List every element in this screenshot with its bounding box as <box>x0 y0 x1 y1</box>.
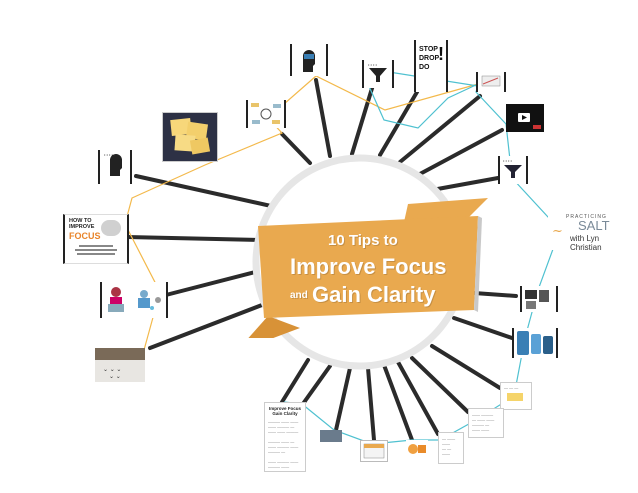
spoke <box>134 174 282 210</box>
screen-thumbnail[interactable] <box>320 430 342 442</box>
mindmap-sketch-icon <box>251 103 281 124</box>
head-thumbnail-2[interactable] <box>290 44 328 76</box>
how-to-improve-focus-card[interactable]: HOW TO IMPROVE FOCUS <box>63 214 129 264</box>
spoke <box>280 132 312 165</box>
birds-photo[interactable]: ⌄ ⌄ ⌄ ⌄ ⌄ <box>95 348 145 382</box>
spoke <box>148 298 277 350</box>
spoke <box>160 268 265 298</box>
do-text: DO <box>419 64 430 71</box>
doc-title-1: Improve Focus <box>268 406 301 411</box>
funnel-icon: • • • • <box>368 62 387 82</box>
spoke <box>298 364 332 410</box>
svg-text:• • • •: • • • • <box>368 62 378 67</box>
chart-sketch-icon <box>481 75 501 87</box>
spoke <box>416 128 504 177</box>
phones-icon <box>517 331 553 355</box>
banner-body <box>258 216 478 318</box>
banner-line-1: 10 Tips to <box>328 232 398 249</box>
improve-focus-doc-card[interactable]: Improve Focus Gain Clarity ——— —— ———— —… <box>264 402 306 472</box>
spoke <box>452 316 514 340</box>
spoke <box>334 366 352 432</box>
improve-text: IMPROVE <box>69 224 95 230</box>
banner-line-2: Improve Focus <box>290 254 447 279</box>
svg-text:• • • • •: • • • • • <box>104 152 116 157</box>
calendar-thumbnail[interactable] <box>360 440 388 462</box>
mindmap-sketch-thumbnail[interactable] <box>246 100 286 128</box>
logo-line-1: PRACTICING <box>566 214 607 220</box>
head-silhouette-icon: • • • • • <box>104 152 122 176</box>
banner-shadow <box>474 216 482 312</box>
doc-title-2: Gain Clarity <box>272 411 298 416</box>
video-thumbnail[interactable] <box>506 104 544 132</box>
small-chart-thumbnail[interactable] <box>476 72 506 92</box>
exclamation-mark: ! <box>438 44 444 64</box>
funnel-icon: • • • • <box>503 158 522 178</box>
head-thumbnail-1[interactable]: • • • • • <box>98 150 132 184</box>
head-silhouette-icon <box>303 50 315 72</box>
spoke <box>124 235 264 242</box>
head-sketch-icon <box>101 220 121 236</box>
title-banner-shape <box>248 198 488 338</box>
funnel-thumbnail-2[interactable]: • • • • <box>498 156 528 184</box>
spoke <box>396 360 440 436</box>
phones-thumbnail[interactable] <box>512 328 558 358</box>
spoke <box>280 358 310 404</box>
spoke <box>410 356 470 414</box>
focus-text: FOCUS <box>69 231 101 241</box>
spoke <box>398 94 482 164</box>
svg-text:• • • •: • • • • <box>503 158 513 163</box>
logo-line-2: SALT <box>578 218 610 233</box>
stop-drop-do-card[interactable]: STOP DROP DO ! <box>414 40 448 92</box>
logo-line-3: with Lyn Christian <box>570 234 602 252</box>
funnel-thumbnail-1[interactable]: • • • • <box>362 60 394 88</box>
orange-shapes-icon <box>408 444 426 454</box>
yellow-notes-thumbnail[interactable]: — — — <box>500 382 532 410</box>
banner-line-3-small: and <box>290 290 308 301</box>
stop-text: STOP <box>419 46 438 53</box>
calendar-icon <box>363 443 385 459</box>
spoke <box>314 78 332 158</box>
devices-icon <box>525 290 549 309</box>
text-card-thumbnail-2[interactable]: — ————— ——— <box>438 432 464 464</box>
orange-path <box>124 75 479 351</box>
spoke <box>430 344 502 390</box>
sticky-notes-photo[interactable] <box>162 112 218 162</box>
practicing-salt-logo: PRACTICING SALT ~ with Lyn Christian <box>548 210 628 252</box>
people-icon <box>108 287 161 312</box>
text-card-thumbnail-1[interactable]: —— ———— —— ————— ——— —— <box>468 408 504 438</box>
play-icon <box>518 113 541 129</box>
spoke <box>430 176 500 192</box>
banner-ribbon-top <box>404 198 488 222</box>
banner-ribbon-bottom <box>248 316 300 338</box>
how-to-text: HOW TO <box>69 218 92 224</box>
logo-swash-icon: ~ <box>552 224 563 239</box>
banner-line-3-big: Gain Clarity <box>312 282 436 307</box>
orange-icons-thumbnail[interactable] <box>406 440 428 458</box>
devices-thumbnail[interactable] <box>520 286 558 312</box>
spoke <box>366 366 376 442</box>
spoke <box>350 83 375 156</box>
drop-text: DROP <box>419 55 440 62</box>
birds-icon: ⌄ ⌄ ⌄ <box>103 367 122 373</box>
spoke <box>382 363 414 442</box>
people-illustration[interactable] <box>100 282 168 318</box>
